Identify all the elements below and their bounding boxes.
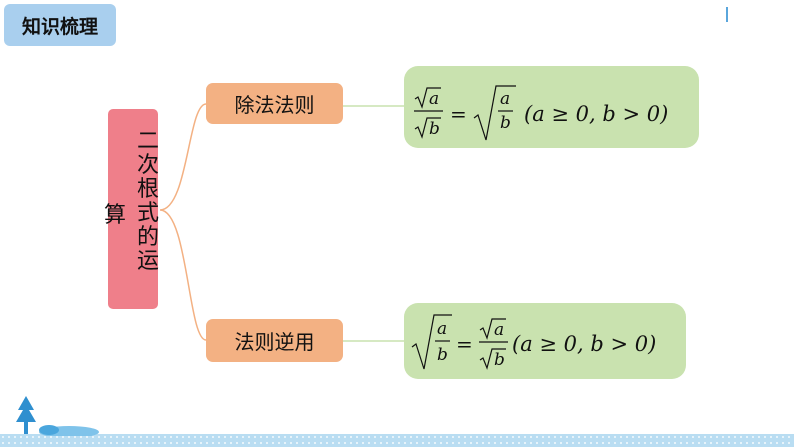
rhs-numerator: a [500,89,510,109]
formula-box-inverse: a b = a b (a ≥ 0, b > 0) [404,303,686,379]
equals-sign: = [456,332,473,356]
formula-division: a b = a b (a ≥ 0, b > 0) [414,85,668,141]
lhs-denominator: b [429,119,440,139]
top-accent-mark [726,7,728,22]
rhs-numerator: a [494,320,504,340]
condition: (a ≥ 0, b > 0) [512,332,656,356]
root-char-extra: 算 [104,203,127,228]
formula-inverse: a b = a b (a ≥ 0, b > 0) [411,314,656,370]
radical-sign [473,85,516,141]
condition: (a ≥ 0, b > 0) [524,102,668,126]
root-char: 次 [136,153,159,178]
root-char: 运 [136,249,159,274]
tree-icon [16,396,99,436]
lhs-numerator: a [429,89,439,109]
branch-inverse-use: 法则逆用 [206,319,343,362]
radical-sign [411,314,452,370]
lhs-denominator: b [437,345,448,365]
formula-box-division: a b = a b (a ≥ 0, b > 0) [404,66,699,148]
section-title: 知识梳理 [4,4,116,46]
radical-sign [414,117,441,139]
root-to-branch-connector [159,103,207,341]
equals-sign: = [450,102,467,126]
root-char: 根 [136,177,159,202]
root-node [108,109,158,309]
bottom-decor-pattern [0,434,794,447]
branch-division-rule: 除法法则 [206,83,343,124]
rhs-denominator: b [494,350,505,370]
root-char: 式 [136,201,159,226]
rhs-denominator: b [500,113,511,133]
root-char: 二 [136,129,159,154]
radical-sign [479,318,506,340]
radical-sign [479,348,506,370]
root-char: 的 [136,225,159,250]
root-label: 二 次 根 式 的 运 [136,130,160,274]
lhs-numerator: a [437,319,447,339]
radical-sign [414,87,441,109]
